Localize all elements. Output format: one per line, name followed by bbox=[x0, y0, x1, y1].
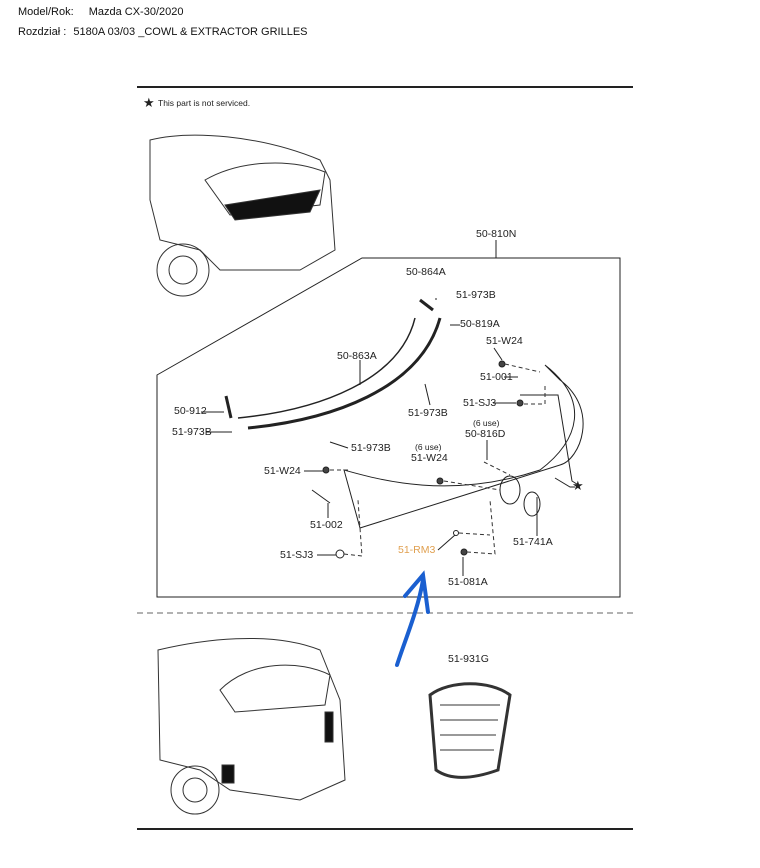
quantity-note: (6 use) bbox=[415, 442, 442, 452]
part-label: 50-864A bbox=[406, 266, 446, 278]
part-label: 50-816D bbox=[465, 428, 506, 440]
extractor-grille-51-931G bbox=[428, 682, 512, 779]
spoiler-parts bbox=[224, 298, 584, 529]
part-label: 51-973B bbox=[351, 442, 391, 454]
part-label: 51-973B bbox=[408, 407, 448, 419]
not-serviced-note: This part is not serviced. bbox=[158, 98, 251, 108]
part-label: 50-819A bbox=[460, 318, 500, 330]
model-row: Model/Rok: Mazda CX-30/2020 bbox=[18, 6, 183, 18]
part-label: 51-002 bbox=[310, 519, 343, 531]
model-value: Mazda CX-30/2020 bbox=[88, 6, 184, 18]
part-label: 51-001 bbox=[480, 371, 513, 383]
section-row: Rozdział : 5180A 03/03 _COWL & EXTRACTOR… bbox=[18, 26, 308, 38]
dashed-leaders bbox=[330, 363, 546, 557]
star-icon: ★ bbox=[572, 478, 584, 493]
part-label: 51-741A bbox=[513, 536, 553, 548]
car-rear-view-lower bbox=[157, 638, 346, 815]
assembly-frame bbox=[156, 257, 621, 598]
part-label: 51-W24 bbox=[411, 452, 448, 464]
part-label: 50-810N bbox=[476, 228, 517, 240]
part-label: 51-W24 bbox=[486, 335, 523, 347]
part-label: 51-W24 bbox=[264, 465, 301, 477]
part-label: 51-SJ3 bbox=[463, 397, 497, 409]
section-key: Rozdział : bbox=[18, 26, 67, 38]
section-value: 5180A 03/03 _COWL & EXTRACTOR GRILLES bbox=[73, 26, 308, 38]
part-label: 51-SJ3 bbox=[280, 549, 314, 561]
part-label-highlighted: 51-RM3 bbox=[398, 544, 436, 556]
part-label: 51-081A bbox=[448, 576, 488, 588]
blue-arrow-annotation bbox=[395, 570, 430, 667]
part-label: 51-973B bbox=[456, 289, 496, 301]
star-icon: ★ bbox=[143, 95, 155, 110]
quantity-note: (6 use) bbox=[473, 418, 500, 428]
leader-lines bbox=[201, 298, 575, 576]
model-key: Model/Rok: bbox=[18, 6, 74, 18]
part-label: 50-912 bbox=[174, 405, 207, 417]
car-rear-view-upper bbox=[149, 134, 336, 297]
part-label: 51-973B bbox=[172, 426, 212, 438]
part-label: 50-863A bbox=[337, 350, 377, 362]
part-label: 51-931G bbox=[448, 653, 489, 665]
